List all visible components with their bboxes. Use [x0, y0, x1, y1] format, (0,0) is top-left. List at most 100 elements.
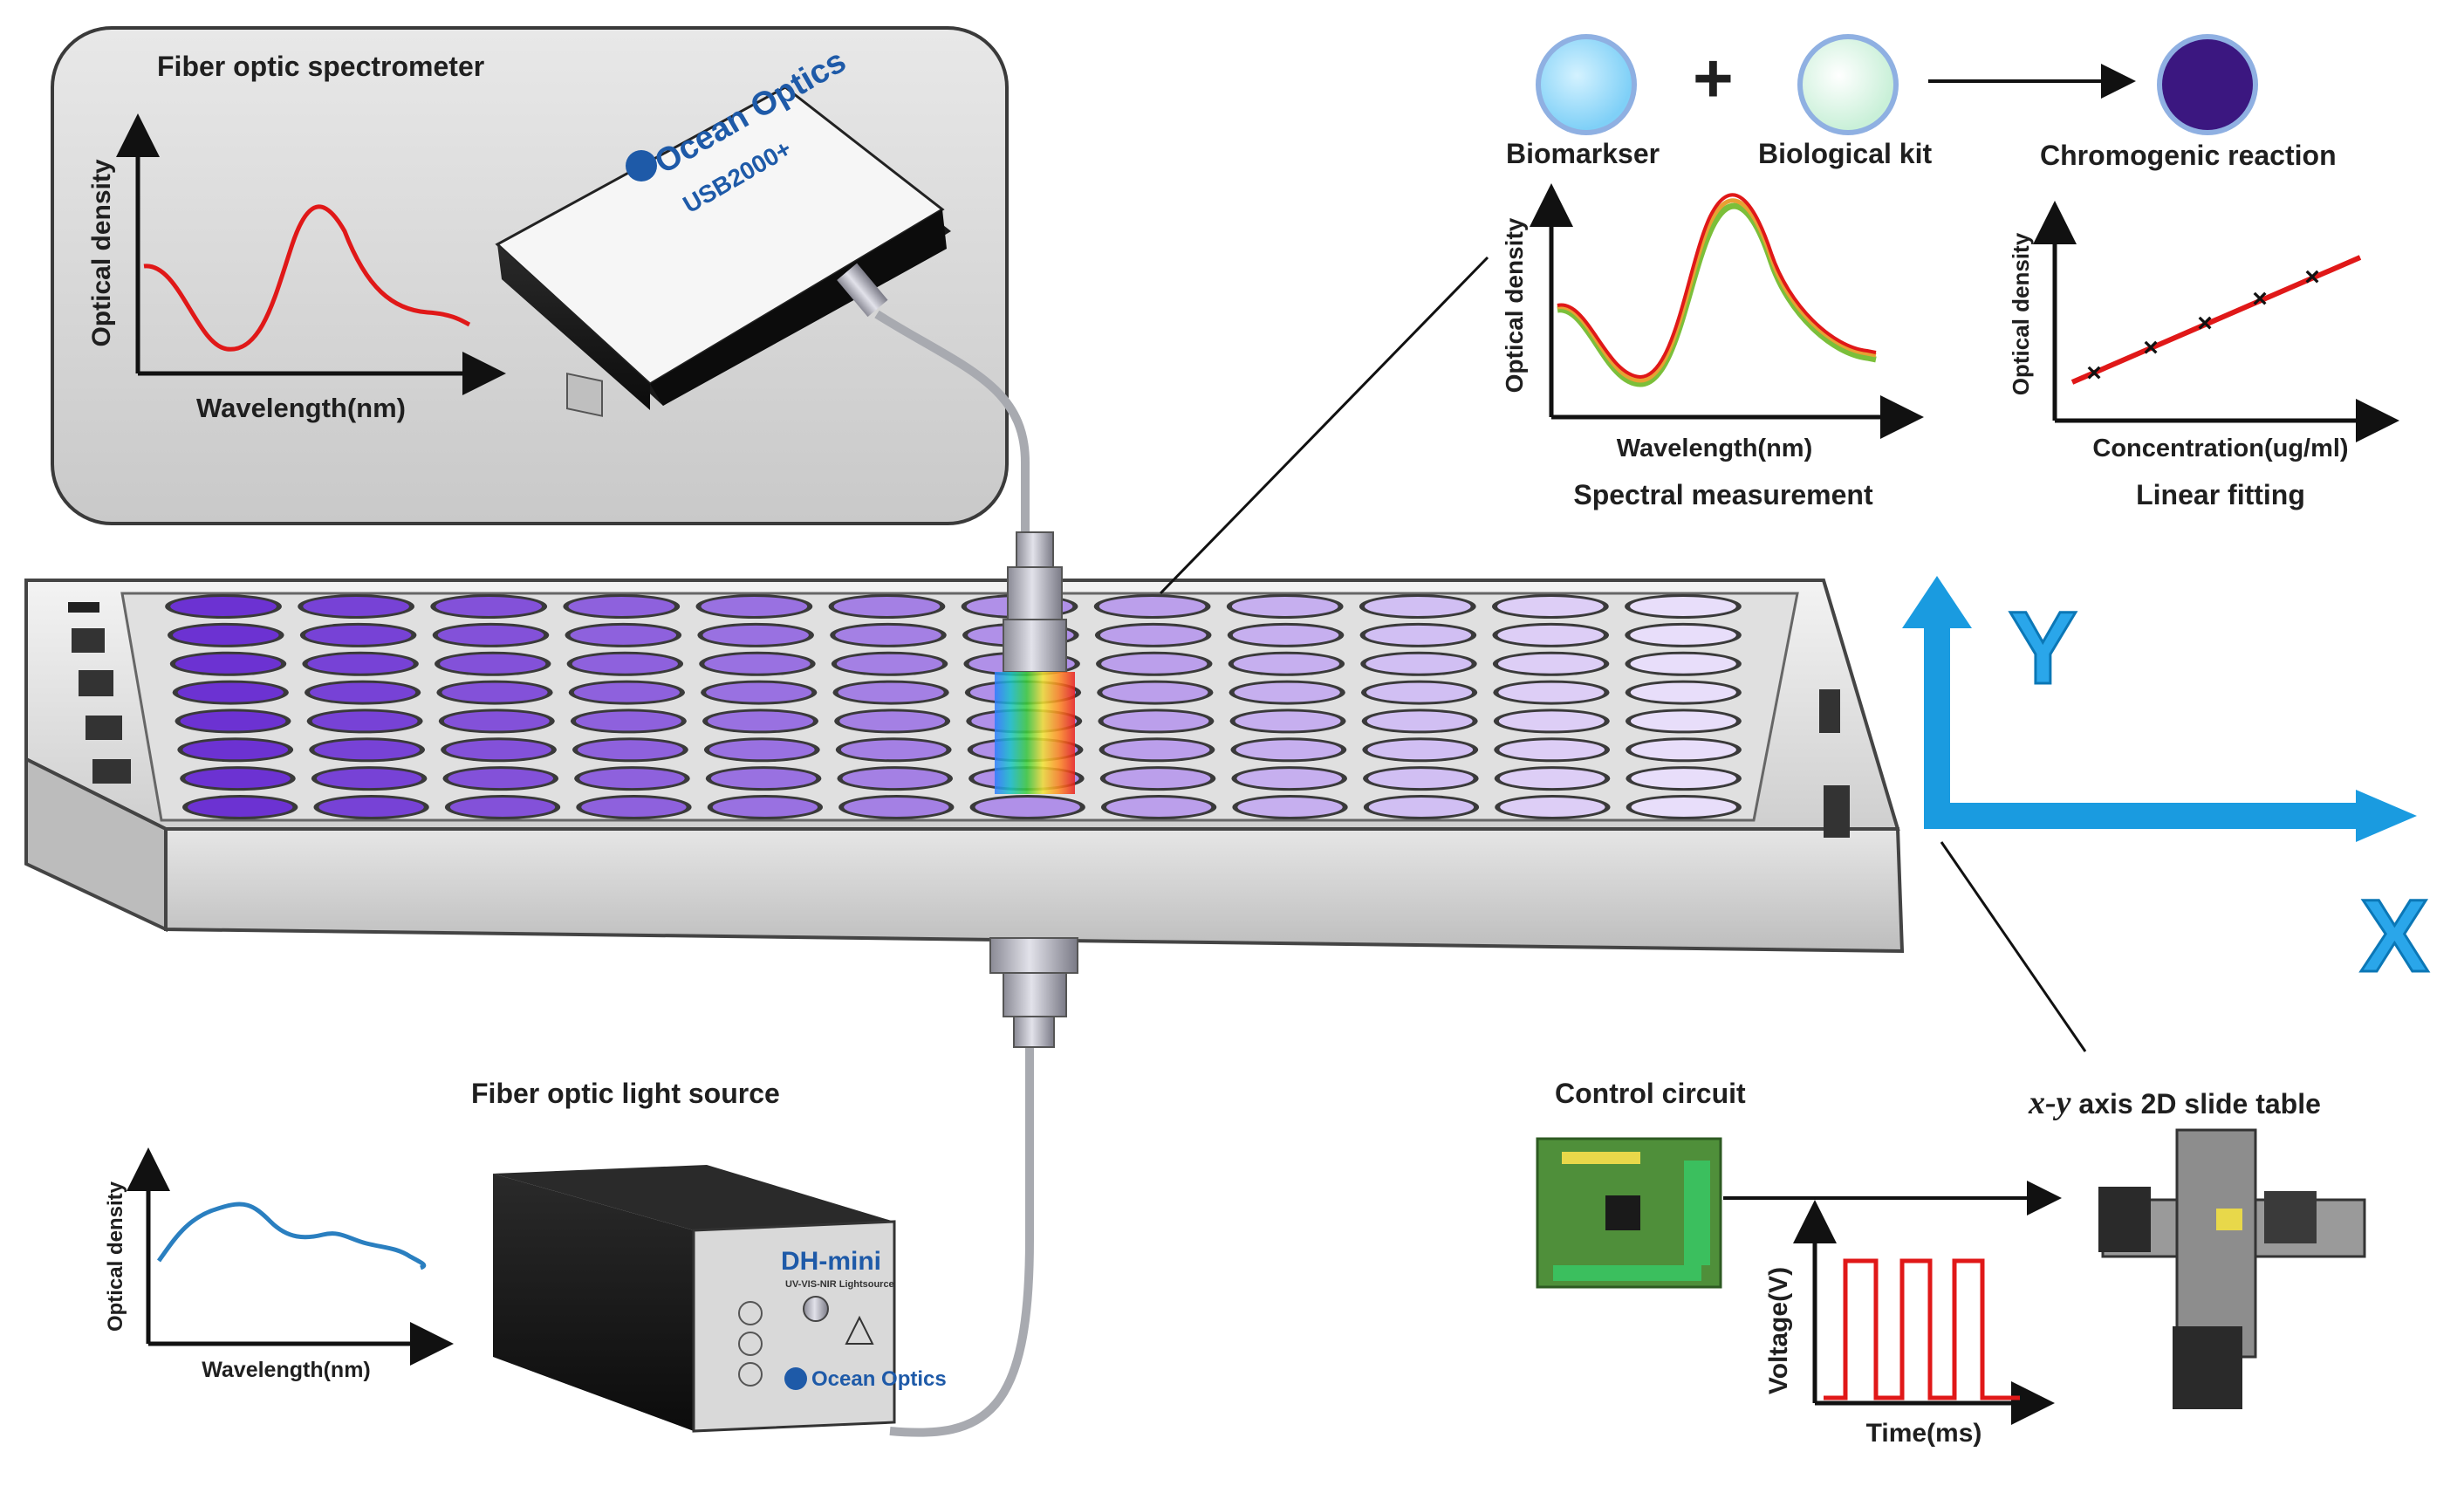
dh-box-top: [493, 1165, 894, 1230]
spectro-curve: [143, 204, 471, 352]
slide-table: [2098, 1128, 2366, 1409]
well: [1368, 798, 1475, 817]
dh-model: DH-mini: [781, 1247, 881, 1276]
well: [1630, 711, 1736, 731]
kit-circle: [1803, 39, 1893, 130]
reaction-label: Chromogenic reaction: [2040, 140, 2337, 171]
probe-nut: [1007, 566, 1063, 620]
dh-button-icon: [738, 1362, 763, 1387]
spectral-caption: Spectral measurement: [1573, 479, 1873, 510]
dh-button-icon: [738, 1332, 763, 1356]
slide-rail-y: [2175, 1128, 2257, 1359]
plate-mark: [1824, 785, 1850, 838]
well: [1099, 597, 1206, 616]
circuit-header-icon: [1562, 1152, 1640, 1164]
well: [435, 597, 543, 616]
bio-graphics: Optical density Wavelength(nm) Spectral …: [1501, 34, 2399, 510]
well: [185, 769, 291, 789]
well: [441, 682, 548, 702]
reaction-circle: [2162, 39, 2253, 130]
source-x-label: Wavelength(nm): [202, 1358, 371, 1382]
well: [975, 798, 1080, 817]
well: [578, 740, 683, 760]
well: [701, 597, 808, 616]
well: [1366, 711, 1473, 731]
well: [170, 597, 277, 616]
slide-table-italic: x-y: [2029, 1085, 2071, 1121]
well: [1365, 625, 1472, 645]
slide-table-rest: axis 2D slide table: [2070, 1088, 2321, 1120]
well: [839, 711, 946, 731]
x-axis-letter: X: [2359, 878, 2431, 996]
spectro-y-label: Optical density: [87, 159, 116, 346]
fit-point: ×: [2143, 333, 2159, 362]
well: [1105, 769, 1211, 789]
y-axis-letter: Y: [2008, 590, 2079, 708]
well: [1499, 769, 1605, 789]
well: [180, 711, 286, 731]
well: [316, 769, 422, 789]
fit-point: ×: [2197, 309, 2213, 338]
well: [318, 798, 424, 817]
well: [712, 798, 818, 817]
well: [573, 682, 680, 702]
well: [1497, 625, 1604, 645]
plate-mark: [79, 670, 113, 696]
slide-carriage: [2264, 1191, 2317, 1243]
well: [1235, 711, 1341, 731]
well: [1105, 798, 1212, 817]
well: [579, 769, 685, 789]
well: [1630, 597, 1736, 616]
well: [437, 625, 544, 645]
plate-front: [164, 827, 1905, 954]
spectro-box-front: [650, 209, 947, 406]
biomarker-label: Biomarkser: [1506, 138, 1660, 169]
control-circuit-label: Control circuit: [1555, 1078, 1746, 1109]
well: [443, 711, 550, 731]
well: [1103, 711, 1209, 731]
spectral-curve-orange: [1557, 198, 1877, 383]
plate-mark: [86, 716, 122, 740]
fit-point: ×: [2252, 284, 2268, 313]
probe-bottom-body: [1003, 972, 1067, 1017]
plate-mark: [72, 628, 105, 653]
signal-y-label: Voltage(V): [1764, 1267, 1793, 1394]
ocean-optics-logo-icon: [626, 150, 657, 181]
well: [708, 740, 815, 760]
well: [1104, 740, 1210, 760]
fit-point: ×: [2086, 359, 2102, 387]
well: [835, 625, 941, 645]
circuit-chip-icon: [1605, 1195, 1640, 1230]
well: [173, 625, 279, 645]
light-source-device: DH-mini UV-VIS-NIR Lightsource Ocean Opt…: [493, 1165, 947, 1433]
well: [836, 654, 943, 674]
well: [1500, 798, 1605, 817]
spectral-y-label: Optical density: [1501, 217, 1528, 393]
fit-line: [2070, 255, 2362, 385]
well: [838, 682, 944, 702]
well: [188, 798, 293, 817]
light-beam: [995, 672, 1075, 794]
well: [844, 798, 949, 817]
x-axis-arrow: [1924, 628, 2417, 842]
well: [706, 682, 812, 702]
spectral-curve-green: [1557, 202, 1877, 387]
well: [1631, 740, 1736, 760]
control-graphics: Voltage(V) Time(ms): [1536, 1128, 2366, 1448]
well: [1102, 682, 1208, 702]
measurement-probe: [989, 531, 1078, 1048]
probe-cap: [1016, 531, 1054, 568]
well: [702, 625, 809, 645]
fitting-x-label: Concentration(ug/ml): [2092, 435, 2348, 462]
plate-markings: [68, 602, 1850, 838]
dh-box-front: [692, 1220, 896, 1433]
slide-motor-x: [2098, 1187, 2151, 1252]
well: [1498, 682, 1605, 702]
plate-well-area: [120, 592, 1799, 822]
usb-port-icon: [566, 372, 603, 417]
light-source-title: Fiber optic light source: [471, 1078, 780, 1109]
well: [305, 625, 412, 645]
well: [1099, 625, 1207, 645]
well: [708, 711, 813, 731]
